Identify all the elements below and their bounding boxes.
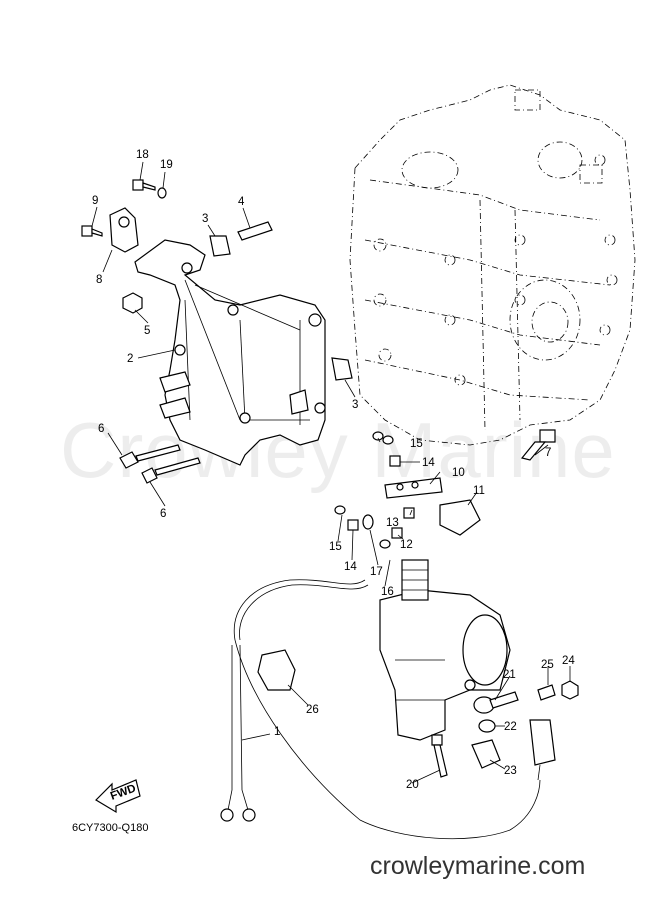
callout-22: 22	[504, 721, 517, 733]
callout-14-upper: 14	[422, 457, 435, 469]
callout-8: 8	[96, 274, 102, 286]
electrical-bracket	[134, 239, 326, 466]
site-name: crowleymarine.com	[370, 852, 586, 880]
callout-9: 9	[92, 195, 98, 207]
callout-6-lower: 6	[160, 508, 166, 520]
callout-24: 24	[562, 655, 575, 667]
small-parts-upper	[81, 179, 556, 484]
engine-block	[349, 84, 636, 446]
starter-motor	[379, 559, 511, 741]
callout-18: 18	[136, 149, 149, 161]
callout-10: 10	[452, 467, 465, 479]
callout-15-upper: 15	[410, 438, 423, 450]
callout-14-lower: 14	[344, 561, 357, 573]
callout-23: 23	[504, 765, 517, 777]
callout-7: 7	[545, 447, 551, 459]
callout-17: 17	[370, 566, 383, 578]
callout-25: 25	[541, 659, 554, 671]
callout-19: 19	[160, 159, 173, 171]
callout-21: 21	[503, 669, 516, 681]
small-parts-middle	[334, 431, 481, 549]
callout-16: 16	[381, 586, 394, 598]
starter-parts	[431, 680, 579, 781]
callout-3-upper: 3	[202, 213, 208, 225]
callout-1: 1	[274, 726, 280, 738]
callout-3-lower: 3	[352, 399, 358, 411]
callout-20: 20	[406, 779, 419, 791]
callout-11: 11	[473, 485, 485, 497]
leader-lines	[91, 161, 571, 784]
fwd-arrow: FWD	[95, 779, 141, 814]
callout-12: 12	[400, 539, 413, 551]
wire-harness	[220, 579, 541, 840]
callout-26: 26	[306, 704, 319, 716]
callout-6-upper: 6	[98, 423, 104, 435]
callout-15-lower: 15	[329, 541, 342, 553]
callout-4: 4	[238, 196, 245, 208]
callout-13: 13	[386, 517, 399, 529]
callouts: 18 19 9 3 4 8 5 2 3 6 6 7 15 14 10 11 13…	[92, 149, 575, 791]
callout-2: 2	[127, 353, 133, 365]
callout-5: 5	[144, 325, 150, 337]
drawing-code: 6CY7300-Q180	[72, 822, 149, 834]
